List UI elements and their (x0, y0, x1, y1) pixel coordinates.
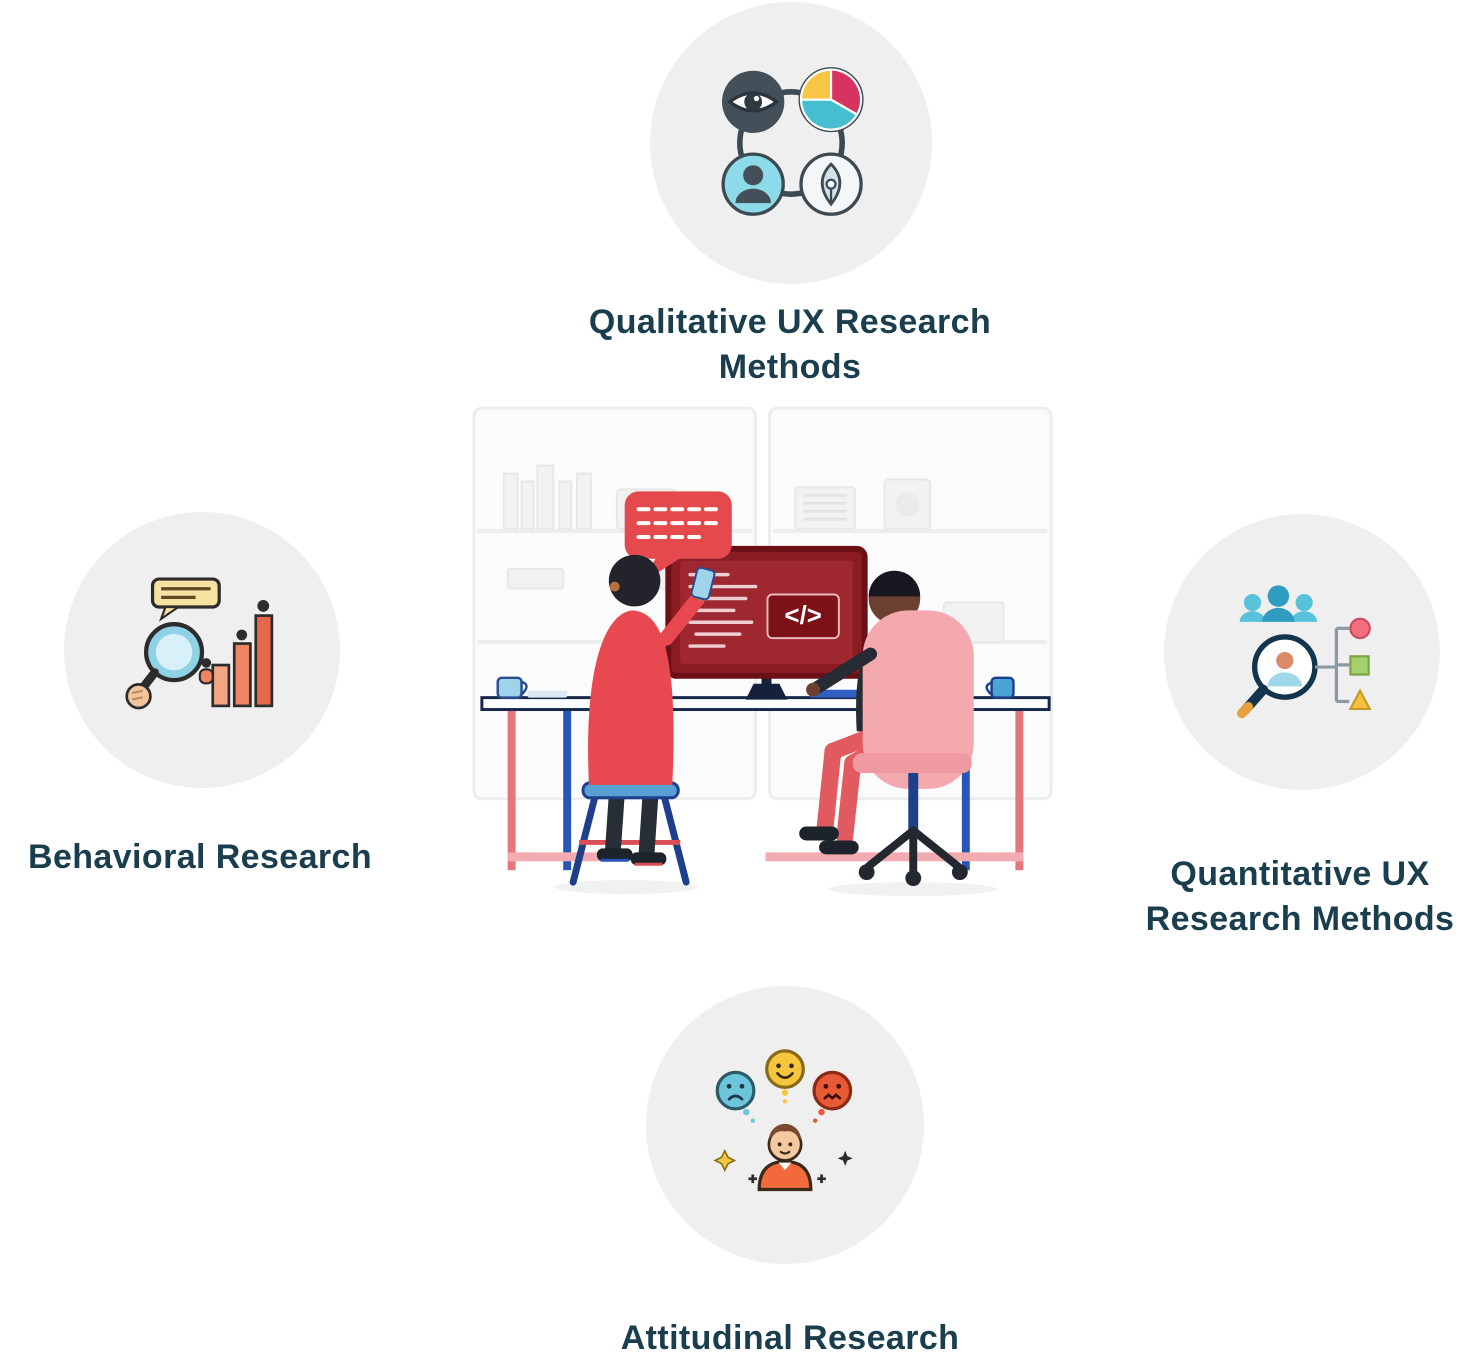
coffee-mug-left-icon (496, 676, 528, 699)
monitor: </> (665, 545, 868, 700)
pie-chart-icon (798, 67, 864, 133)
flow-shapes-icon (1314, 617, 1372, 711)
user-icon (721, 152, 785, 216)
label-attitudinal: Attitudinal Research (590, 1316, 990, 1361)
desk (480, 696, 1051, 871)
label-quantitative-line1: Quantitative UX (1170, 855, 1430, 893)
label-attitudinal-line1: Attitudinal Research (620, 1319, 960, 1357)
right-person-hand (806, 682, 821, 697)
quantitative-ux-research-icon (1236, 585, 1372, 719)
coffee-mug-right-icon (985, 676, 1015, 699)
researchers-at-desk-scene: </> (472, 406, 1053, 896)
code-symbol: </> (785, 602, 822, 630)
sparkle-icons (713, 1148, 853, 1184)
node-qualitative-circle (650, 2, 932, 284)
left-person (555, 554, 716, 894)
node-attitudinal-circle (646, 986, 924, 1264)
office-chair (852, 610, 974, 887)
attitudinal-research-icon (713, 1049, 853, 1192)
upset-face-bubble-icon (812, 1070, 853, 1123)
label-qualitative: Qualitative UX Research Methods (540, 300, 1040, 390)
qualitative-ux-research-icon (721, 67, 864, 216)
label-qualitative-line1: Qualitative UX Research (588, 303, 992, 341)
node-quantitative-circle (1164, 514, 1440, 790)
sad-face-bubble-icon (715, 1070, 756, 1123)
user-group-icon (1239, 585, 1318, 622)
left-person-head (608, 554, 661, 607)
node-behavioral-circle (64, 512, 340, 788)
person-icon (757, 1123, 813, 1192)
label-qualitative-line2: Methods (718, 347, 862, 386)
magnifier-user-icon (1236, 634, 1318, 719)
phone-icon (690, 566, 716, 601)
label-quantitative-line2: Research Methods (1145, 899, 1455, 938)
magnifier-icon (135, 622, 205, 697)
tablet-on-desk (809, 689, 865, 698)
hand-icon (125, 683, 152, 710)
pen-nib-icon (799, 152, 863, 216)
label-behavioral-line1: Behavioral Research (28, 838, 372, 876)
bar-chart-icon (198, 600, 274, 708)
right-person (799, 570, 997, 896)
papers-on-desk (527, 690, 568, 698)
label-quantitative: Quantitative UX Research Methods (1110, 852, 1482, 942)
label-behavioral: Behavioral Research (0, 835, 400, 880)
comment-bubble-icon (150, 577, 221, 622)
happy-face-bubble-icon (765, 1049, 805, 1104)
center-illustration: </> (468, 402, 1063, 907)
behavioral-research-icon (125, 577, 274, 710)
